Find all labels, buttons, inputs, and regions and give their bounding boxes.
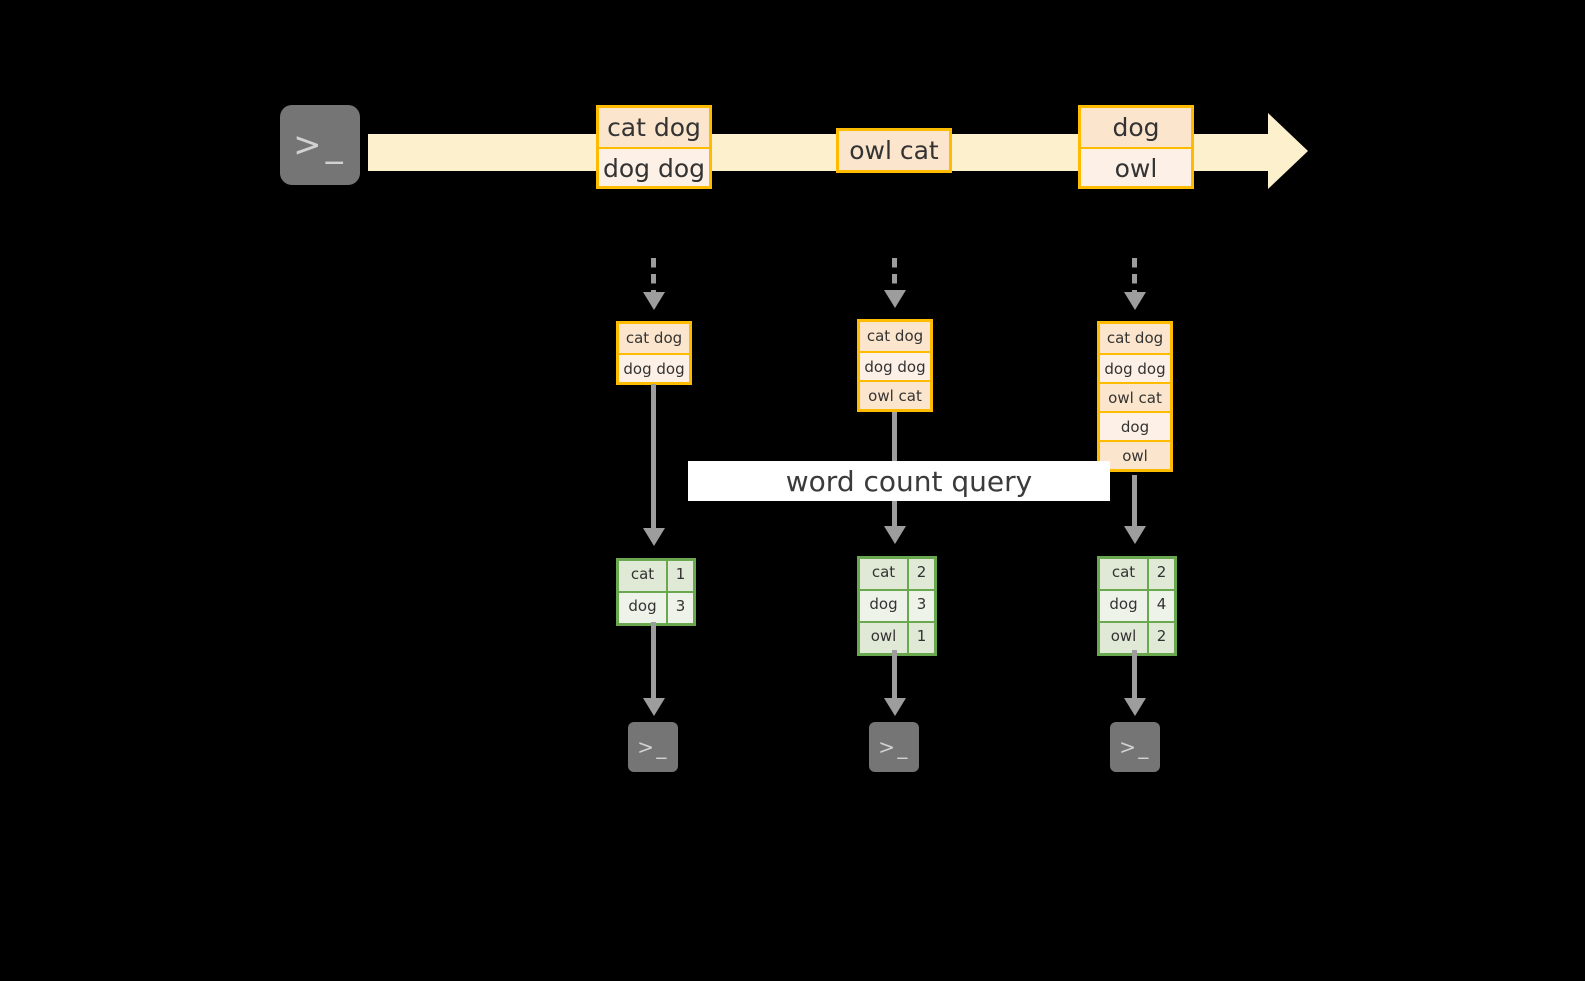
table-row: owl 1: [860, 621, 934, 653]
table-row: cat 2: [860, 559, 934, 589]
producer-terminal-icon: >_: [270, 95, 370, 195]
table-row: dog 3: [619, 591, 693, 623]
table-cell-word: dog: [1100, 591, 1147, 621]
result-to-consumer-connector-3: [1132, 650, 1137, 704]
stream-to-log-connector-3: [1132, 258, 1137, 298]
stream-message-3: dog owl: [1078, 105, 1194, 189]
result-table-2: cat 2 dog 3 owl 1: [857, 556, 937, 656]
stream-to-log-connector-1: [651, 258, 656, 298]
result-to-consumer-connector-2: [892, 650, 897, 704]
log-row: dog: [1100, 411, 1170, 440]
message-row: owl cat: [839, 131, 949, 170]
log-row: cat dog: [860, 322, 930, 351]
table-cell-count: 1: [666, 561, 693, 591]
table-cell-count: 2: [907, 559, 934, 589]
message-row: cat dog: [599, 108, 709, 147]
result-to-consumer-arrowhead-1: [643, 698, 665, 716]
result-to-consumer-connector-1: [651, 622, 656, 704]
log-row: cat dog: [1100, 324, 1170, 353]
snapshot-log-2: cat dog dog dog owl cat: [857, 319, 933, 412]
table-row: dog 3: [860, 589, 934, 621]
table-row: dog 4: [1100, 589, 1174, 621]
snapshot-log-1: cat dog dog dog: [616, 321, 692, 385]
log-to-result-connector-1: [651, 384, 656, 534]
table-cell-word: owl: [860, 623, 907, 653]
terminal-prompt-glyph: >_: [293, 125, 347, 165]
terminal-prompt-glyph: >_: [878, 735, 910, 759]
table-cell-word: owl: [1100, 623, 1147, 653]
stream-message-1: cat dog dog dog: [596, 105, 712, 189]
table-cell-word: cat: [1100, 559, 1147, 589]
log-to-result-arrowhead-2: [884, 526, 906, 544]
table-cell-word: cat: [619, 561, 666, 591]
table-cell-word: cat: [860, 559, 907, 589]
stream-to-log-connector-2: [892, 258, 897, 296]
table-cell-word: dog: [860, 591, 907, 621]
stream-message-2: owl cat: [836, 128, 952, 173]
table-row: cat 1: [619, 561, 693, 591]
message-row: dog dog: [599, 147, 709, 186]
log-to-result-arrowhead-1: [643, 528, 665, 546]
stream-to-log-arrowhead-1: [643, 292, 665, 310]
log-row: dog dog: [860, 351, 930, 380]
table-cell-count: 3: [666, 593, 693, 623]
query-label-band: word count query: [688, 461, 1110, 501]
log-row: owl cat: [1100, 382, 1170, 411]
log-row: owl: [1100, 440, 1170, 469]
table-cell-count: 3: [907, 591, 934, 621]
snapshot-log-3: cat dog dog dog owl cat dog owl: [1097, 321, 1173, 472]
log-row: dog dog: [1100, 353, 1170, 382]
result-to-consumer-arrowhead-2: [884, 698, 906, 716]
table-cell-word: dog: [619, 593, 666, 623]
log-row: dog dog: [619, 353, 689, 382]
log-to-result-arrowhead-3: [1124, 526, 1146, 544]
consumer-terminal-icon-2: >_: [861, 714, 927, 780]
terminal-prompt-glyph: >_: [1119, 735, 1151, 759]
query-label: word count query: [785, 464, 1033, 498]
log-row: owl cat: [860, 380, 930, 409]
stream-arrow-head: [1268, 113, 1308, 189]
message-row: owl: [1081, 147, 1191, 186]
stream-to-log-arrowhead-2: [884, 290, 906, 308]
table-cell-count: 1: [907, 623, 934, 653]
stream-to-log-arrowhead-3: [1124, 292, 1146, 310]
table-cell-count: 4: [1147, 591, 1174, 621]
table-cell-count: 2: [1147, 623, 1174, 653]
result-table-3: cat 2 dog 4 owl 2: [1097, 556, 1177, 656]
message-row: dog: [1081, 108, 1191, 147]
table-row: owl 2: [1100, 621, 1174, 653]
terminal-prompt-glyph: >_: [637, 735, 669, 759]
table-cell-count: 2: [1147, 559, 1174, 589]
result-to-consumer-arrowhead-3: [1124, 698, 1146, 716]
log-to-result-connector-3: [1132, 475, 1137, 532]
log-row: cat dog: [619, 324, 689, 353]
result-table-1: cat 1 dog 3: [616, 558, 696, 626]
table-row: cat 2: [1100, 559, 1174, 589]
consumer-terminal-icon-3: >_: [1102, 714, 1168, 780]
consumer-terminal-icon-1: >_: [620, 714, 686, 780]
